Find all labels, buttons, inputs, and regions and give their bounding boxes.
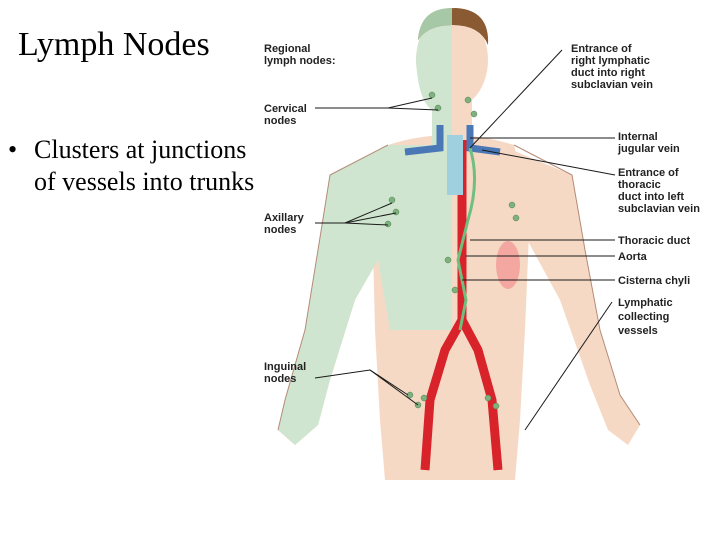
label-right-lymphatic-duct-entrance: Entrance of right lymphatic duct into ri… [571,43,653,91]
label-internal-jugular-vein: Internal jugular vein [617,131,680,155]
blood-vessels [404,125,520,471]
label-thoracic-duct-entrance: Entrance of thoracic duct into left subc… [618,167,700,215]
inguinal-line-2: nodes [264,373,296,385]
right-duct-line-1: Entrance of [571,43,632,55]
label-cervical-nodes: Cervical nodes [264,103,307,127]
right-duct-line-3: duct into right [571,67,645,79]
thoracic-entrance-line-1: Entrance of [618,167,679,179]
heading-line-1: Regional [264,43,310,55]
slide-title: Lymph Nodes [18,26,210,63]
cervical-line-1: Cervical [264,103,307,115]
jugular-line-2: jugular vein [617,143,680,155]
jugular-line-1: Internal [618,131,658,143]
thoracic-entrance-line-2: thoracic [618,179,661,191]
axillary-line-1: Axillary [264,212,305,224]
axillary-line-2: nodes [264,224,296,236]
label-axillary-nodes: Axillary nodes [264,212,305,236]
thoracic-entrance-line-3: duct into left [618,191,684,203]
label-aorta: Aorta [618,251,648,263]
bullet-dot: • [8,135,18,164]
label-lymphatic-collecting-vessels: Lymphatic collecting vessels [618,297,673,337]
leader-lines [314,49,616,431]
cervical-line-2: nodes [264,115,296,127]
right-duct-line-4: subclavian vein [571,79,653,91]
label-thoracic-duct: Thoracic duct [618,235,690,247]
collecting-line-2: collecting [618,311,669,323]
collecting-line-3: vessels [618,325,658,337]
figure-heading: Regional lymph nodes: [264,43,336,67]
bullet-point: • Clusters at junctions of vessels into … [8,134,328,198]
bullet-line-1: Clusters at junctions [34,135,247,164]
bullet-line-2: of vessels into trunks [34,167,255,196]
right-duct-line-2: right lymphatic [571,55,650,67]
label-inguinal-nodes: Inguinal nodes [264,361,306,385]
thoracic-entrance-line-4: subclavian vein [618,203,700,215]
inguinal-line-1: Inguinal [264,361,306,373]
collecting-line-1: Lymphatic [618,297,673,309]
label-cisterna-chyli: Cisterna chyli [618,275,690,287]
heading-line-2: lymph nodes: [264,55,336,67]
thoracic-duct [456,147,477,331]
